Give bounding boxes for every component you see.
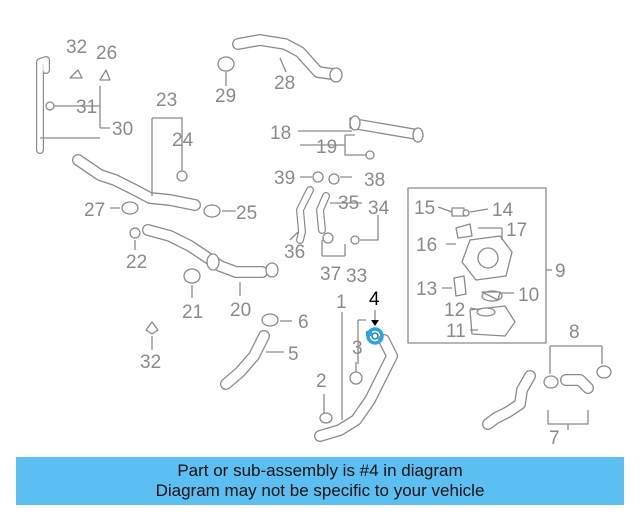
- part-label-33: 33: [346, 266, 367, 287]
- part-label-19: 19: [316, 137, 337, 158]
- part-label-15: 15: [414, 198, 435, 219]
- part-label-22: 22: [126, 252, 147, 273]
- part-label-7: 7: [549, 428, 560, 449]
- banner-line-part: Part or sub-assembly is #4 in diagram: [177, 461, 463, 480]
- part-group-20: [142, 224, 279, 298]
- part-label-29: 29: [215, 86, 236, 107]
- part-label-28: 28: [274, 73, 295, 94]
- part-label-2: 2: [316, 371, 327, 392]
- part-label-37: 37: [320, 264, 341, 285]
- info-banner: Part or sub-assembly is #4 in diagram Di…: [16, 457, 624, 505]
- part-label-31: 31: [76, 97, 97, 118]
- part-label-8: 8: [569, 322, 580, 343]
- part-label-24: 24: [172, 130, 194, 151]
- part-label-23: 23: [156, 90, 177, 111]
- part-label-27: 27: [84, 200, 105, 221]
- part-label-38: 38: [364, 170, 385, 191]
- part-label-17: 17: [506, 220, 527, 241]
- part-group-31-30: [36, 56, 111, 154]
- part-label-32b: 32: [140, 352, 161, 373]
- part-label-11: 11: [446, 321, 466, 342]
- part-label-4-highlighted: 4: [369, 289, 380, 310]
- part-group-8: [482, 345, 612, 430]
- part-label-39: 39: [274, 168, 295, 189]
- part-label-30: 30: [112, 119, 133, 140]
- part-group-9: [407, 187, 552, 344]
- part-label-6: 6: [298, 312, 309, 333]
- part-label-36: 36: [284, 242, 305, 263]
- part-label-20: 20: [230, 300, 251, 321]
- part-label-21: 21: [182, 302, 203, 323]
- part-label-16: 16: [416, 235, 437, 256]
- part-label-3: 3: [352, 338, 363, 359]
- banner-line-disclaimer: Diagram may not be specific to your vehi…: [155, 481, 485, 500]
- part-label-18: 18: [270, 123, 291, 144]
- part-number-labels: 32 26 31 30 23 24 27 25 22 29 28 18 19 3…: [66, 37, 580, 449]
- part-label-9: 9: [555, 261, 566, 282]
- part-group-5: [145, 313, 292, 390]
- part-group-18: [298, 115, 424, 160]
- part-group-28: [217, 34, 343, 86]
- part-label-25: 25: [236, 203, 257, 224]
- part-label-26: 26: [96, 43, 117, 64]
- part-label-5: 5: [288, 344, 299, 365]
- part-label-34: 34: [368, 198, 390, 219]
- part-group-23: [72, 117, 236, 250]
- part-group-35: [289, 171, 379, 257]
- part-label-1: 1: [336, 292, 347, 313]
- part-label-14: 14: [492, 200, 514, 221]
- part-group-1: [314, 312, 398, 442]
- part-label-12: 12: [444, 300, 465, 321]
- part-label-32: 32: [66, 37, 87, 58]
- part-label-10: 10: [518, 285, 539, 306]
- part-4-clamp: [366, 310, 384, 345]
- part-label-13: 13: [416, 279, 437, 300]
- part-label-35: 35: [338, 193, 359, 214]
